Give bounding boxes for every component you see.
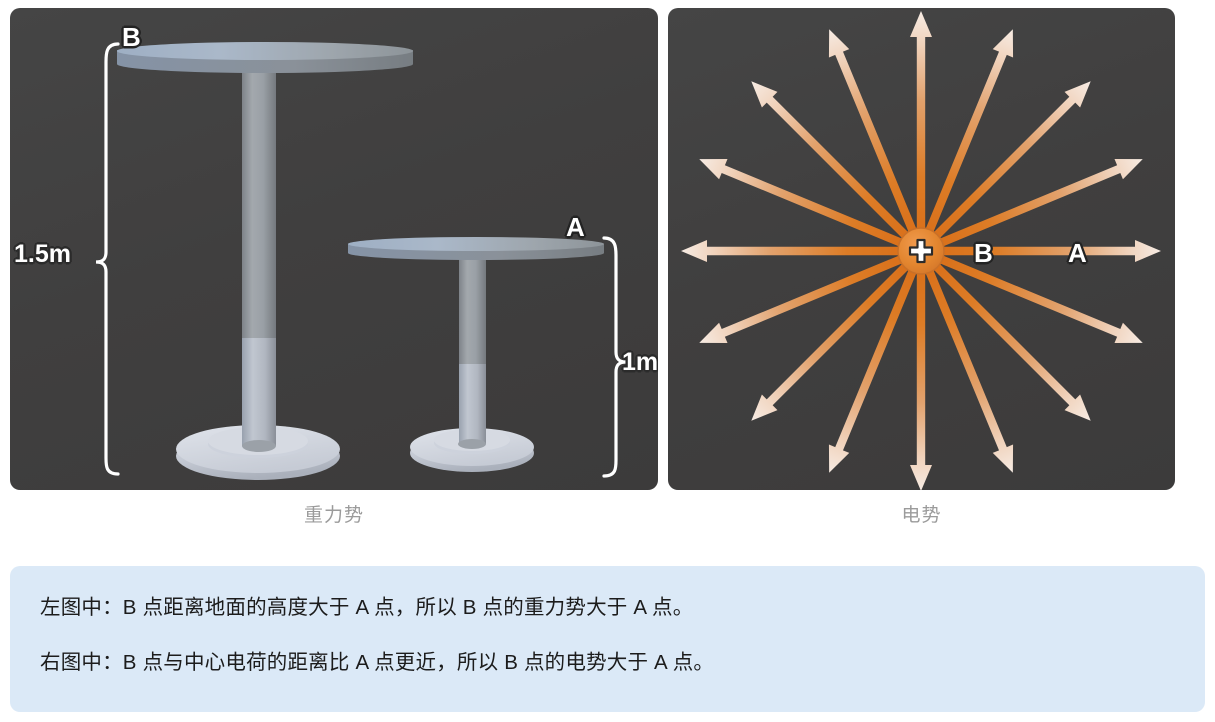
brace-1-5m	[95, 42, 120, 476]
gravitational-potential-panel: B A 1.5m 1m	[10, 8, 658, 490]
point-label-b-right: B	[974, 238, 993, 268]
explanation-line-2: 右图中：B 点与中心电荷的距离比 A 点更近，所以 B 点的电势大于 A 点。	[40, 650, 715, 674]
plus-icon	[908, 238, 934, 264]
field-ray	[939, 240, 1161, 262]
left-panel-graphic	[95, 42, 627, 480]
explanation-box: 左图中：B 点距离地面的高度大于 A 点，所以 B 点的重力势大于 A 点。 右…	[10, 566, 1205, 712]
brace-1m	[602, 236, 627, 478]
explanation-line-1: 左图中：B 点距离地面的高度大于 A 点，所以 B 点的重力势大于 A 点。	[40, 596, 694, 619]
field-ray	[910, 269, 932, 490]
tall-table-top	[117, 42, 413, 73]
short-table-top	[348, 237, 604, 260]
point-label-b-left: B	[122, 22, 141, 52]
field-ray	[743, 73, 917, 247]
tall-table-base	[176, 425, 340, 480]
point-label-a-left: A	[566, 212, 585, 242]
caption-electric-potential: 电势	[901, 505, 942, 526]
right-panel-graphic	[681, 11, 1161, 490]
field-ray	[925, 255, 1099, 429]
panels-row: B A 1.5m 1m	[10, 8, 1205, 548]
electric-potential-panel: B A	[668, 8, 1175, 490]
field-ray	[743, 255, 917, 429]
field-ray	[910, 11, 932, 233]
caption-gravitational-potential: 重力势	[303, 505, 364, 526]
point-label-a-right: A	[1068, 238, 1087, 268]
short-table-base	[410, 428, 534, 472]
dimension-label-1-5m: 1.5m	[14, 240, 71, 268]
field-ray	[681, 240, 903, 262]
field-ray	[925, 73, 1099, 247]
dimension-label-1m: 1m	[622, 348, 658, 376]
